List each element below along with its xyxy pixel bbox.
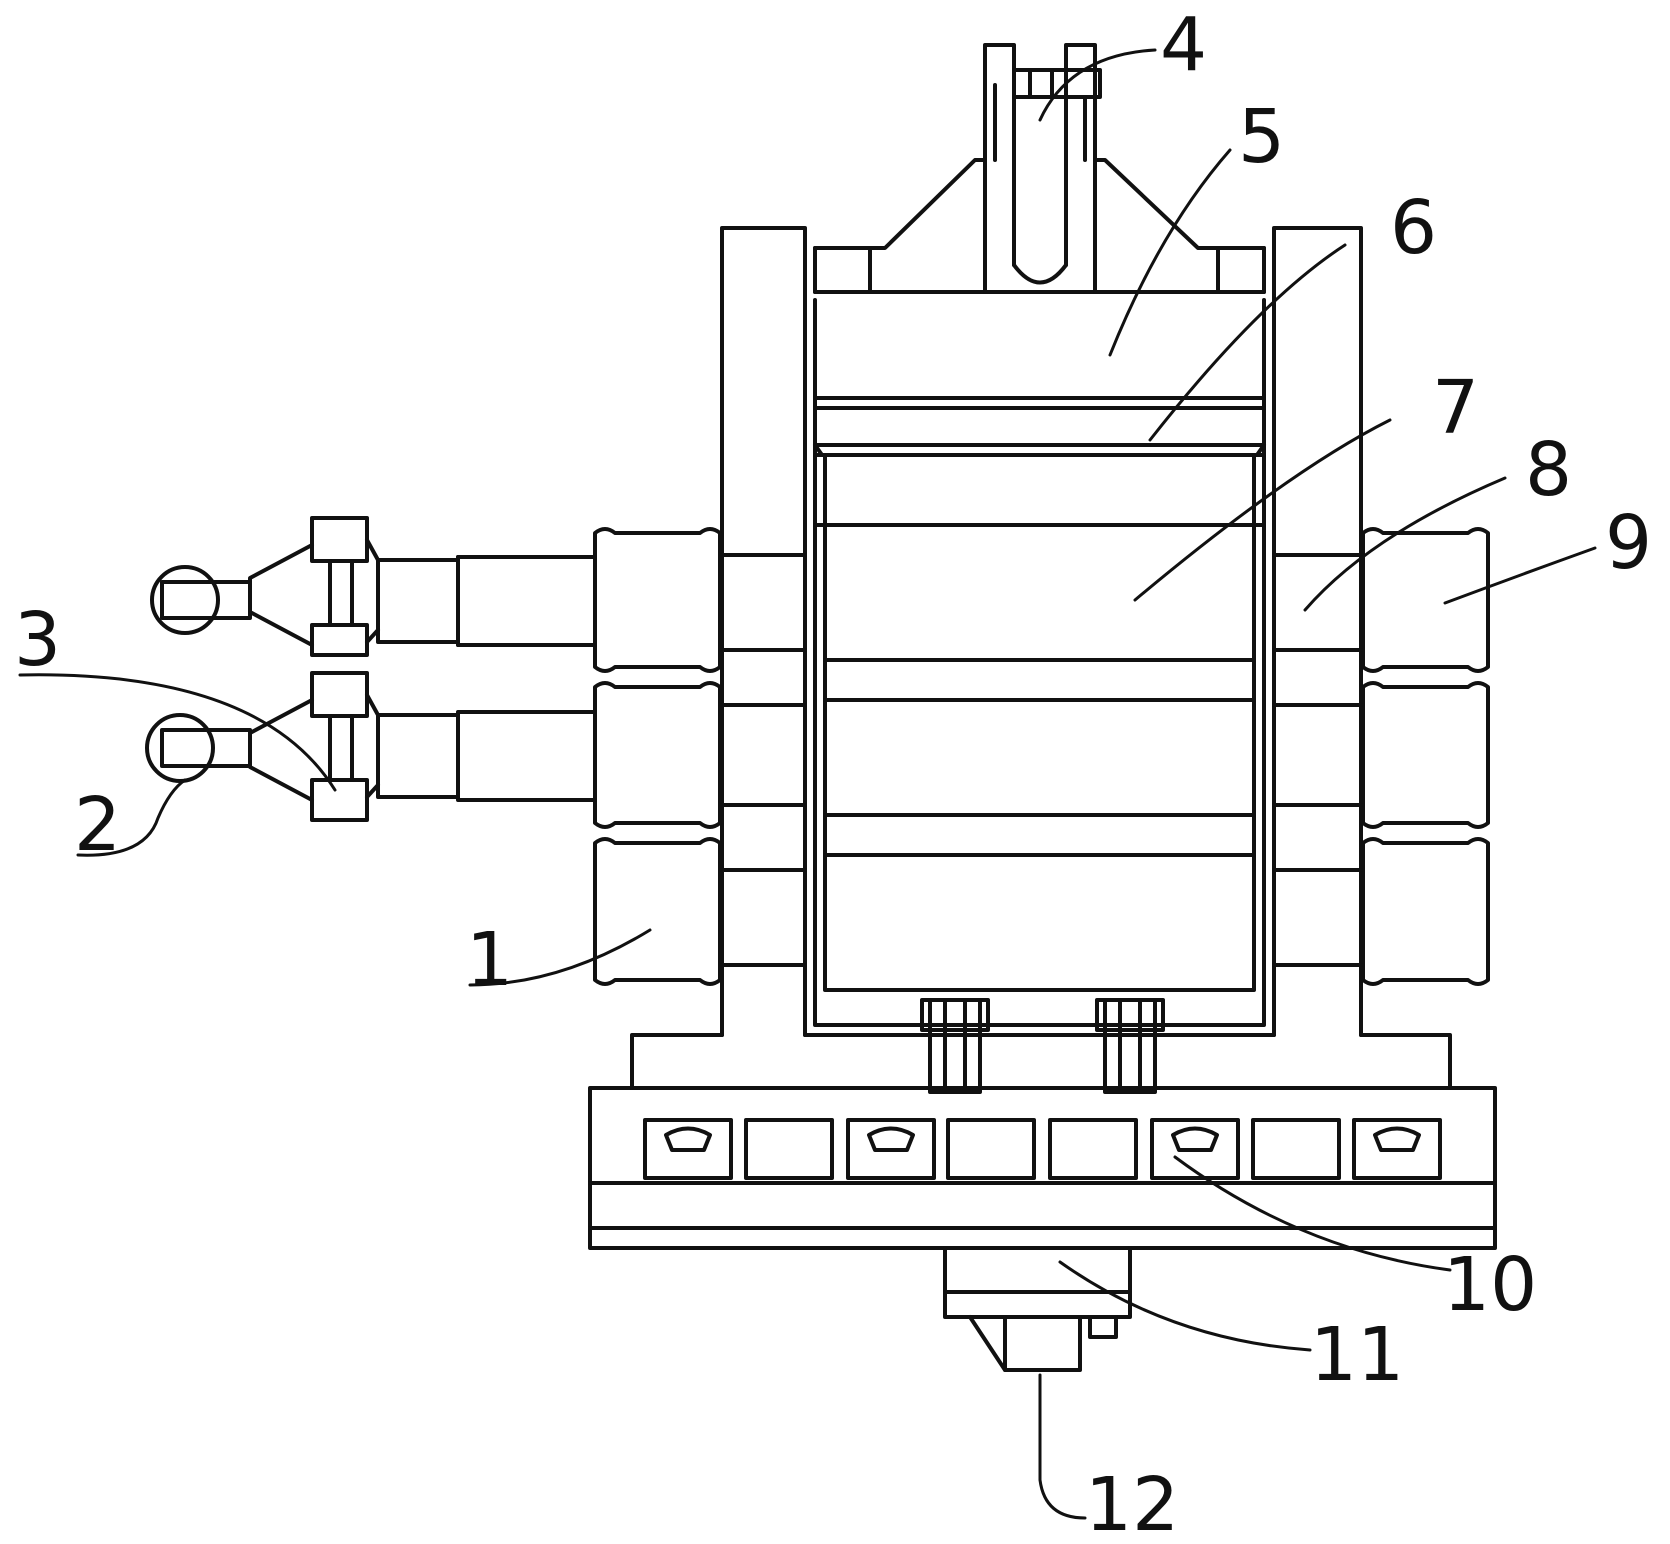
label-8: 8: [1525, 427, 1572, 513]
label-6: 6: [1390, 185, 1437, 271]
cross-plate: [813, 396, 1266, 457]
leader-11: [1058, 1260, 1312, 1352]
leader-10: [1173, 1155, 1452, 1272]
leader-2: [76, 778, 187, 857]
part-numbers: 1 2 3 4 5 6 7 8 9 10 11 12: [14, 2, 1652, 1544]
leader-7: [1133, 418, 1392, 602]
leader-5: [1108, 148, 1232, 357]
right-roller-stack: [1272, 527, 1490, 986]
label-7: 7: [1432, 365, 1479, 451]
leader-4: [1038, 48, 1157, 122]
top-bracket: [813, 43, 1266, 294]
label-10: 10: [1443, 1242, 1537, 1328]
leader-3: [18, 673, 337, 792]
label-2: 2: [74, 782, 121, 868]
label-4: 4: [1160, 2, 1207, 88]
bottom-mount: [943, 1246, 1132, 1372]
label-12: 12: [1085, 1462, 1179, 1544]
leader-1: [468, 928, 652, 987]
central-block: [813, 453, 1266, 992]
label-5: 5: [1238, 94, 1285, 180]
label-9: 9: [1605, 500, 1652, 586]
leader-9: [1443, 546, 1597, 605]
label-11: 11: [1310, 1312, 1404, 1398]
leader-lines: [18, 48, 1597, 1520]
base-plate: [588, 1086, 1497, 1250]
leader-8: [1303, 476, 1507, 612]
leader-12: [1038, 1373, 1087, 1520]
bolt-pair: [920, 998, 1165, 1094]
leader-6: [1148, 243, 1347, 442]
upper-arm-assembly: [150, 516, 597, 657]
label-3: 3: [14, 597, 61, 683]
label-1: 1: [466, 917, 513, 1003]
lower-arm-assembly: [145, 671, 597, 822]
left-roller-stack: [593, 527, 807, 986]
